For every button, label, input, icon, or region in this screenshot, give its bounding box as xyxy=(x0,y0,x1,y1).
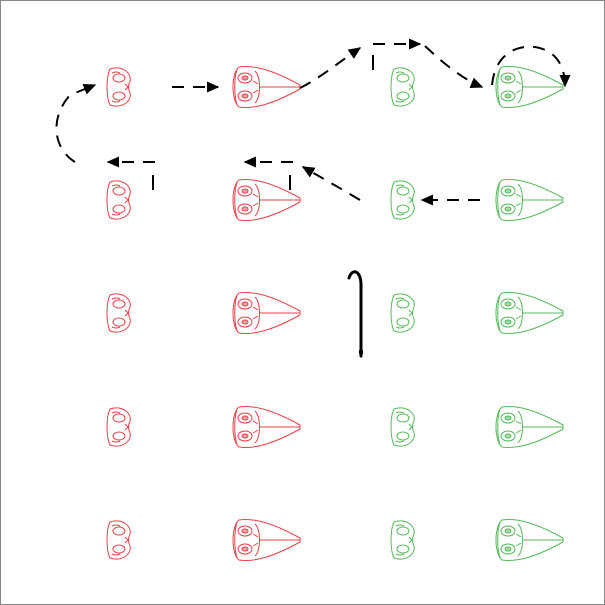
eye-mask-icon xyxy=(106,520,131,560)
mask-grid xyxy=(106,66,564,561)
long-nose-mask-icon xyxy=(232,292,301,334)
long-nose-mask-icon xyxy=(232,66,301,108)
path-segment-6 xyxy=(491,45,571,88)
path-segment-3 xyxy=(299,47,362,89)
eye-mask-icon xyxy=(390,293,415,333)
eye-mask-icon xyxy=(106,293,131,333)
path-segment-1 xyxy=(55,83,97,163)
long-nose-mask-icon xyxy=(495,406,564,448)
eye-mask-icon xyxy=(106,67,131,107)
path-segment-8 xyxy=(301,166,361,201)
eye-mask-icon xyxy=(390,180,415,220)
dashed-path xyxy=(55,38,571,206)
walking-cane-icon xyxy=(347,270,363,358)
long-nose-mask-icon xyxy=(232,519,301,561)
long-nose-mask-icon xyxy=(495,519,564,561)
eye-mask-icon xyxy=(390,407,415,447)
long-nose-mask-icon xyxy=(495,66,564,108)
eye-mask-icon xyxy=(390,520,415,560)
eye-mask-icon xyxy=(106,180,131,220)
long-nose-mask-icon xyxy=(495,292,564,334)
path-segment-5 xyxy=(424,45,484,88)
long-nose-mask-icon xyxy=(232,179,301,221)
long-nose-mask-icon xyxy=(495,179,564,221)
long-nose-mask-icon xyxy=(232,406,301,448)
eye-mask-icon xyxy=(106,407,131,447)
eye-mask-icon xyxy=(390,67,415,107)
